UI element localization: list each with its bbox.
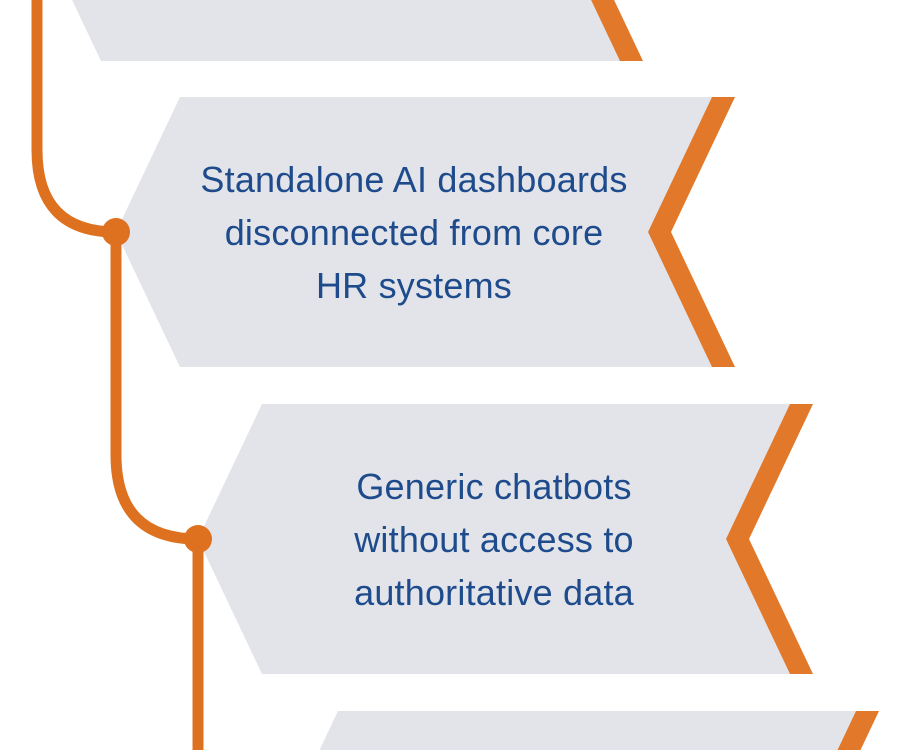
- banner-text-line: disconnected from core: [224, 211, 604, 253]
- banner-body-standalone-ai: [116, 97, 712, 367]
- banner-body-generic-chatbots: [198, 404, 790, 674]
- banner-chevron-bottom-partial: [319, 711, 879, 750]
- banner-text-standalone-ai: Standalone AI dashboards disconnected fr…: [116, 97, 712, 367]
- banner-accent-chevron-top-partial: [591, 0, 643, 61]
- banner-text-line: authoritative data: [354, 571, 634, 613]
- banner-text-line: Generic chatbots: [356, 465, 632, 507]
- connector-node-generic-chatbots: [184, 525, 212, 553]
- banner-chevron-generic-chatbots: [198, 404, 813, 674]
- banner-accent-chevron-generic-chatbots: [726, 404, 813, 674]
- banner-chevron-standalone-ai: [116, 97, 735, 367]
- connector-line: [31, 0, 204, 750]
- banner-text-generic-chatbots: Generic chatbots without access to autho…: [198, 404, 790, 674]
- banner-text-line: Standalone AI dashboards: [200, 158, 628, 200]
- banner-accent-chevron-standalone-ai: [648, 97, 735, 367]
- banner-body-top-partial: [72, 0, 620, 61]
- connector-node-standalone-ai: [102, 218, 130, 246]
- banner-text-line: without access to: [354, 518, 634, 560]
- banner-chevron-top-partial: [72, 0, 643, 61]
- banner-accent-chevron-bottom-partial: [837, 711, 879, 750]
- banner-text-line: HR systems: [315, 264, 512, 306]
- banner-body-bottom-partial: [319, 711, 856, 750]
